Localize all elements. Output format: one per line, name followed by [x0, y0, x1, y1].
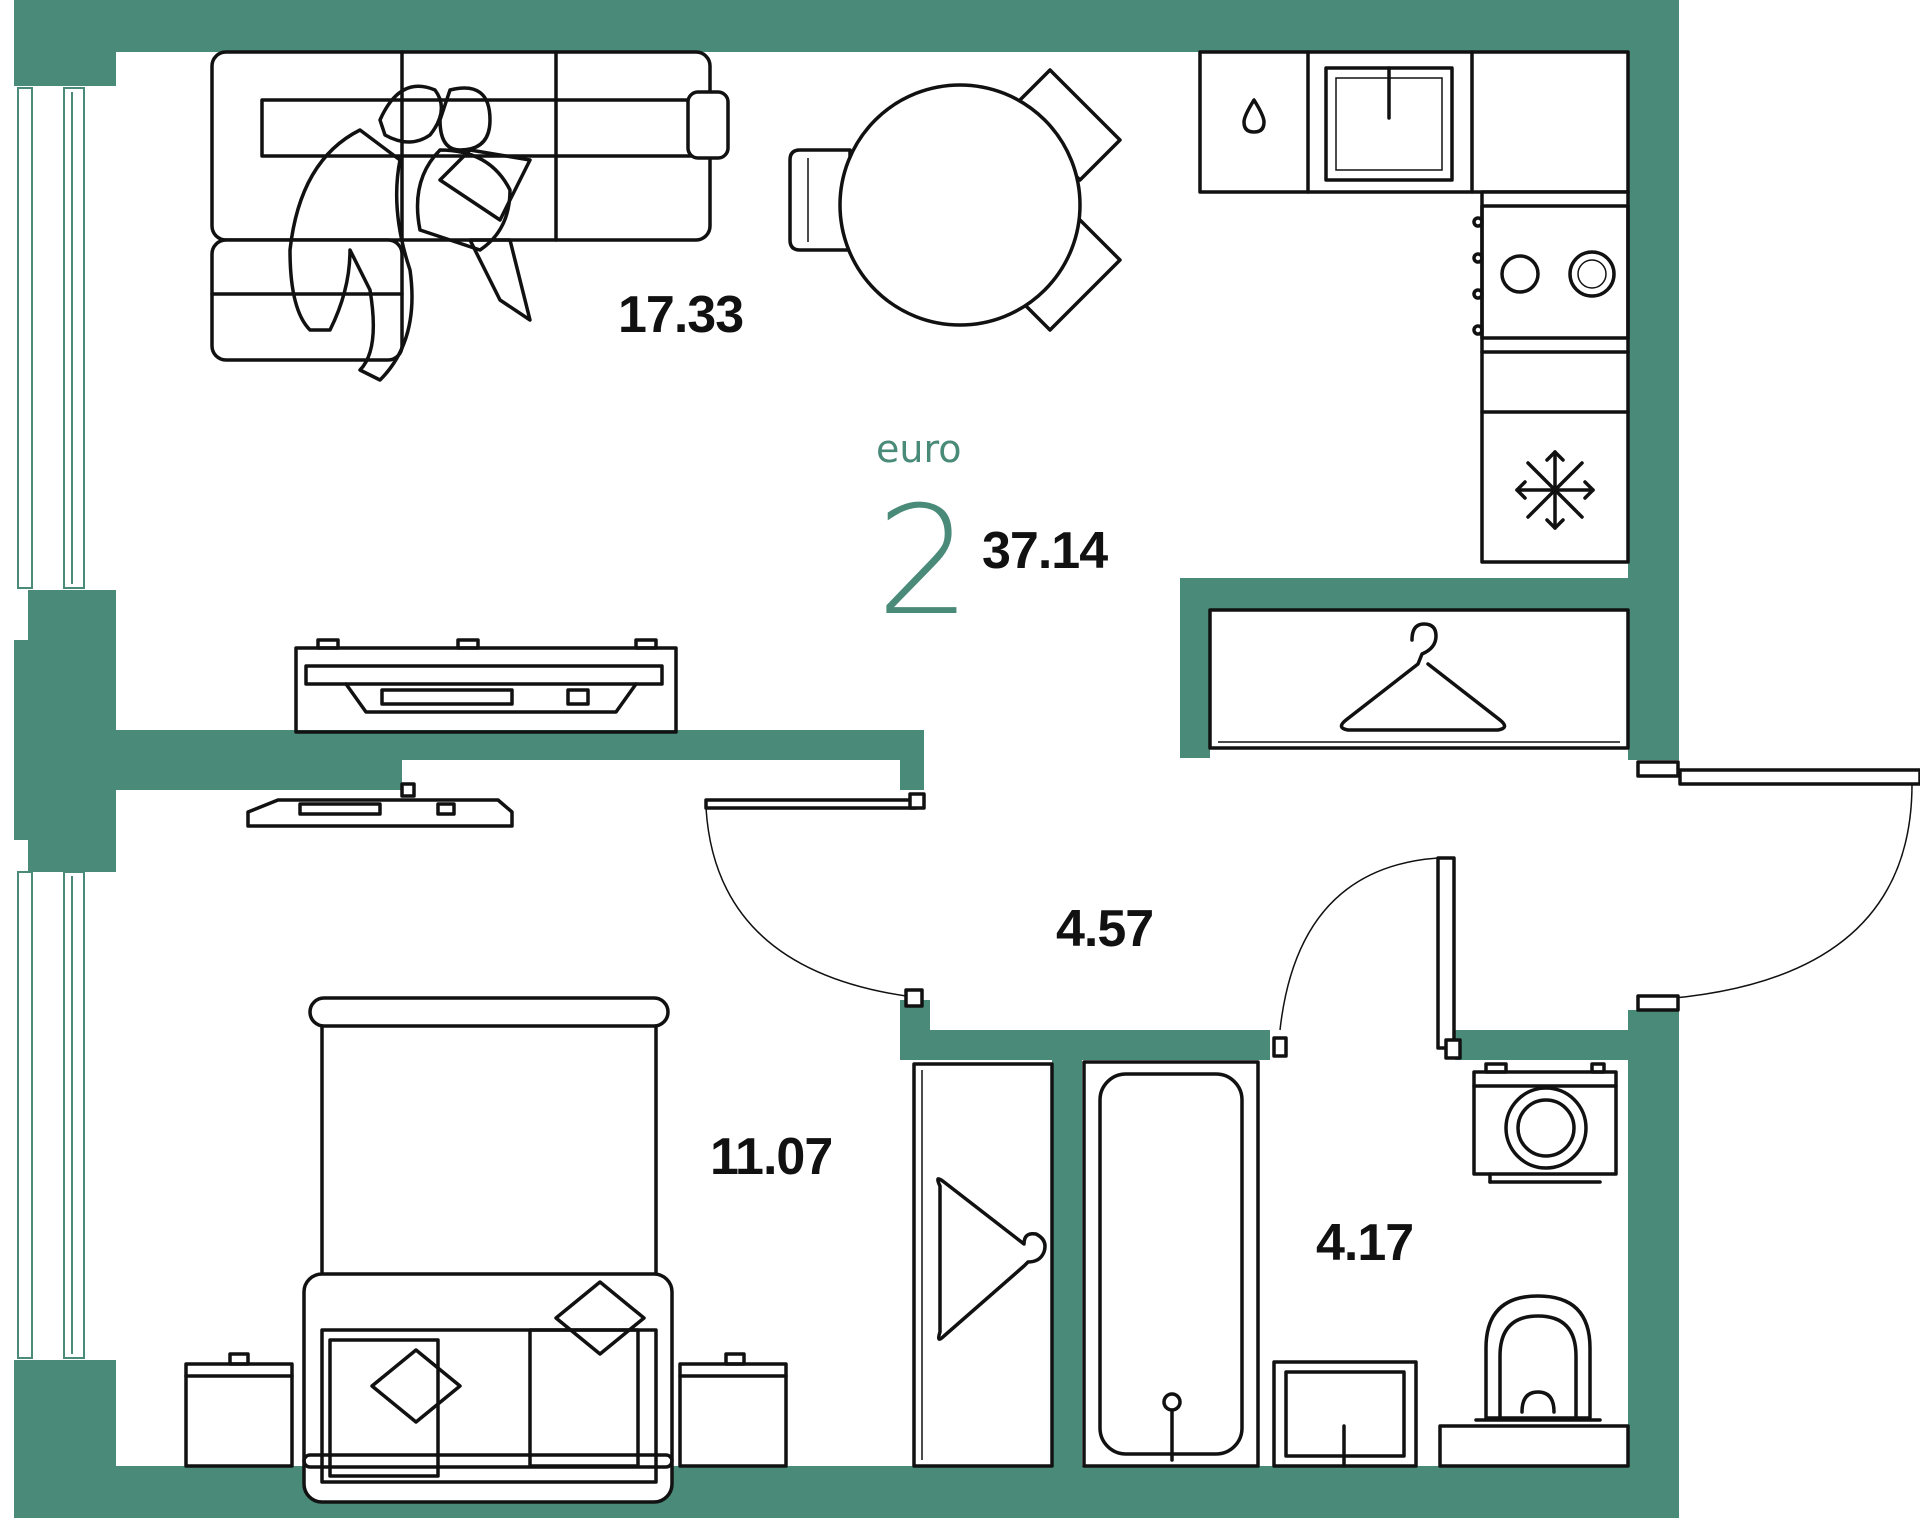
- area-bedroom: 11.07: [710, 1128, 832, 1186]
- stove-icon: [1472, 204, 1630, 340]
- water-drop-icon: [1242, 98, 1266, 134]
- sink-icon: [1324, 66, 1454, 182]
- toilet-icon: [1438, 1294, 1630, 1468]
- bathtub-icon: [1082, 1060, 1260, 1468]
- area-living-kitchen: 17.33: [618, 286, 743, 344]
- tv-bedroom-icon: [246, 782, 514, 828]
- washing-machine-icon: [1472, 1062, 1618, 1184]
- dining-table-icon: [788, 68, 1122, 332]
- area-hallway: 4.57: [1056, 900, 1153, 958]
- washbasin-icon: [1272, 1360, 1418, 1468]
- area-bathroom: 4.17: [1316, 1214, 1413, 1272]
- hanger-icon: [1339, 622, 1507, 732]
- wardrobe-icon: [912, 1062, 1054, 1468]
- apartment-type-label: euro: [876, 427, 962, 471]
- kitchen-counter: [1198, 50, 1630, 564]
- left-window-top: [17, 87, 85, 589]
- fridge-snowflake-icon: [1515, 450, 1595, 530]
- rooms-count: 2: [876, 475, 971, 649]
- closet-upper: [1208, 608, 1630, 750]
- walls: [14, 0, 1679, 1518]
- nightstand-left-icon: [184, 1352, 294, 1468]
- people-icon: [288, 84, 532, 382]
- bed-icon: [302, 996, 674, 1504]
- left-window-bottom: [17, 871, 85, 1359]
- total-area: 37.14: [982, 522, 1108, 580]
- door-entrance: [1636, 760, 1920, 1012]
- door-bedroom: [704, 792, 926, 1008]
- sofa-icon: [210, 50, 730, 362]
- door-bathroom: [1272, 856, 1462, 1060]
- tv-icon: [294, 638, 678, 734]
- nightstand-right-icon: [678, 1352, 788, 1468]
